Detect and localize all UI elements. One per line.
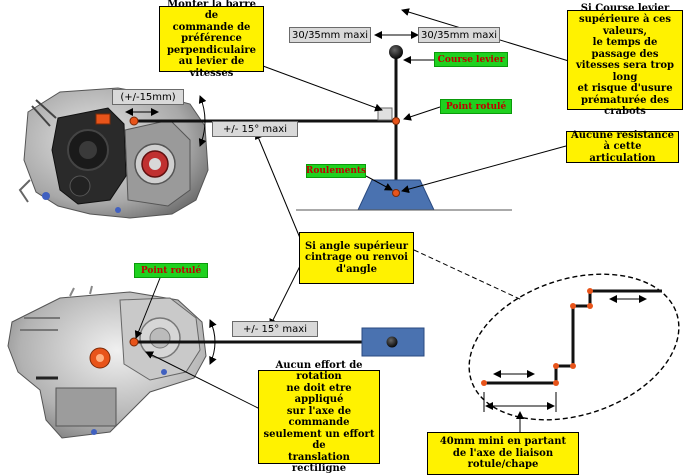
rod-joint-5 bbox=[570, 303, 576, 309]
angle-limit-callout: Si angle supérieur cintrage ou renvoi d'… bbox=[299, 232, 414, 284]
rod-joint-3 bbox=[553, 363, 559, 369]
rod-joint-7 bbox=[587, 288, 593, 294]
top-bar-pivot bbox=[129, 116, 139, 126]
travel-15mm-measure-text: (+/-15mm) bbox=[120, 91, 176, 103]
no-resistance-callout-text: Aucune resistance à cette articulation bbox=[570, 129, 674, 164]
leader-angle-top bbox=[254, 131, 301, 239]
top-gearbox-illustration bbox=[18, 87, 209, 219]
detail-ellipse bbox=[468, 273, 680, 421]
point-rotule-bottom-label: Point rotulé bbox=[134, 263, 208, 278]
angle-arc-top bbox=[198, 95, 207, 147]
travel-right-measure-text: 30/35mm maxi bbox=[420, 29, 498, 41]
travel-left-measure: 30/35mm maxi bbox=[289, 27, 371, 43]
bottom-gearbox-illustration bbox=[7, 285, 207, 439]
lever-knob bbox=[389, 45, 403, 59]
point-rotule-top-label-text: Point rotulé bbox=[445, 101, 507, 112]
angle-bottom-measure: +/- 15° maxi bbox=[232, 321, 318, 337]
travel-left-measure-text: 30/35mm maxi bbox=[291, 29, 369, 41]
angle-top-measure: +/- 15° maxi bbox=[212, 121, 298, 137]
leader-no-rotation bbox=[145, 351, 263, 411]
leader-angle-detail bbox=[413, 249, 523, 301]
angle-limit-callout-text: Si angle supérieur cintrage ou renvoi d'… bbox=[304, 240, 409, 275]
leader-no-resistance bbox=[401, 145, 567, 194]
leader-point-rotule-top bbox=[403, 106, 441, 121]
angle-arc-bottom bbox=[209, 319, 217, 365]
no-rotation-callout-text: Aucun effort de rotation ne doit etre ap… bbox=[263, 359, 375, 475]
rod-joint-6 bbox=[587, 303, 593, 309]
no-resistance-callout: Aucune resistance à cette articulation bbox=[566, 129, 679, 164]
mount-bar-callout-text: Monter la barre de commande de préférenc… bbox=[166, 0, 257, 79]
course-levier-label-text: Course levier bbox=[437, 54, 505, 65]
lever-travel-callout: Si Course levier supérieure à ces valeur… bbox=[567, 3, 683, 117]
lever-pivot-top bbox=[392, 117, 400, 125]
bottom-lever-knob bbox=[386, 336, 398, 348]
no-rotation-callout: Aucun effort de rotation ne doit etre ap… bbox=[258, 360, 380, 474]
angle-bottom-measure-text: +/- 15° maxi bbox=[242, 323, 307, 335]
travel-15mm-measure: (+/-15mm) bbox=[112, 89, 184, 105]
leader-mount-bar bbox=[262, 65, 383, 112]
min-distance-callout: 40mm mini en partant de l'axe de liaison… bbox=[427, 432, 579, 475]
course-levier-label: Course levier bbox=[434, 52, 508, 67]
rod-joint-4 bbox=[570, 363, 576, 369]
leader-angle-bottom bbox=[269, 265, 301, 327]
roulements-label-text: Roulements bbox=[305, 166, 367, 176]
travel-right-measure: 30/35mm maxi bbox=[418, 27, 500, 43]
point-rotule-bottom-label-text: Point rotulé bbox=[140, 265, 202, 276]
min-distance-callout-text: 40mm mini en partant de l'axe de liaison… bbox=[439, 436, 567, 471]
leader-point-rotule-bottom bbox=[134, 277, 161, 339]
roulements-label: Roulements bbox=[306, 164, 366, 178]
lever-bearing bbox=[392, 189, 400, 197]
point-rotule-top-label: Point rotulé bbox=[440, 99, 512, 114]
angle-top-measure-text: +/- 15° maxi bbox=[222, 123, 287, 135]
rod-joint-2 bbox=[553, 380, 559, 386]
mount-bar-callout: Monter la barre de commande de préférenc… bbox=[159, 0, 264, 79]
leader-roulements bbox=[365, 175, 393, 191]
lever-travel-callout-text: Si Course levier supérieure à ces valeur… bbox=[575, 2, 675, 118]
rod-joint-1 bbox=[481, 380, 487, 386]
bottom-bar-pivot bbox=[129, 337, 139, 347]
